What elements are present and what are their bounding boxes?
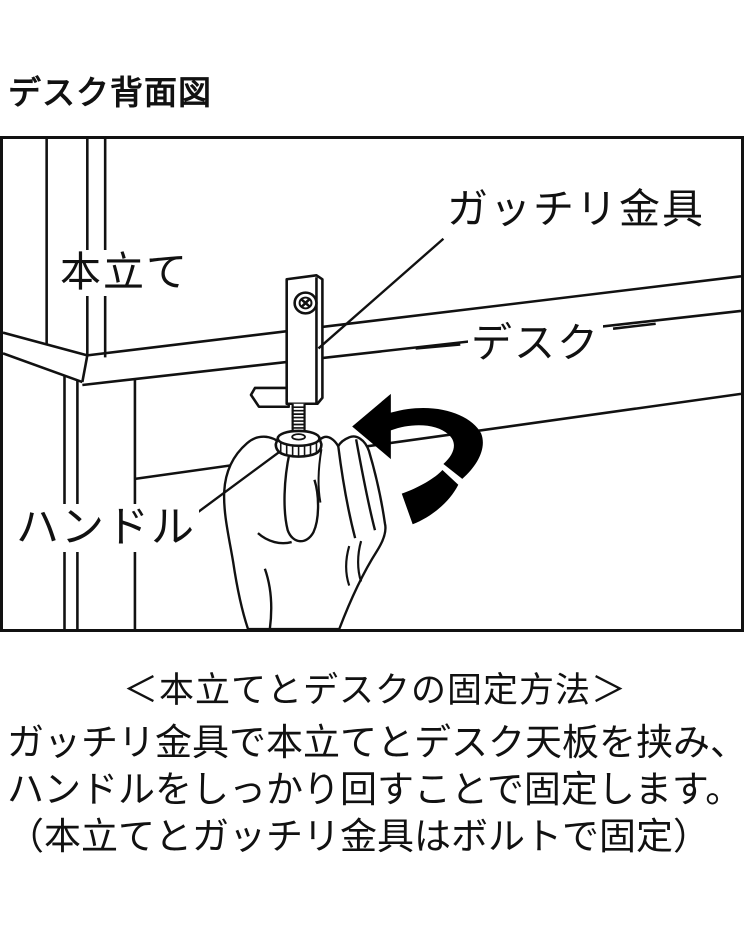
description-line: ハンドルをしっかり回すことで固定します。 [7,768,743,811]
finger-line [337,446,357,539]
description-text: ガッチリ金具で本立てとデスク天板を挟み、 ハンドルをしっかり回すことで固定します… [7,719,750,860]
knob-hub [291,433,306,441]
rotation-arrow-icon [352,393,483,525]
index-finger-line [283,451,320,543]
bracket-leader-line [317,237,445,350]
diagram-drawing [3,139,741,629]
bookstand-drawing [3,139,107,384]
figure-box: 本立て ガッチリ金具 デスク ハンドル [0,136,744,632]
label-handle: ハンドル [13,504,199,552]
motion-line [345,545,351,586]
desk-label-ticks [415,322,656,350]
label-bookstand: 本立て [57,249,192,296]
thumb-crease-line [257,532,292,545]
finger-line [354,439,377,531]
handle-knob-drawing [274,429,323,458]
desk-drawing [63,275,741,629]
clamp-bracket-drawing [249,274,324,409]
hand-drawing [222,435,387,629]
motion-line [357,540,363,582]
bolt-head [293,291,318,315]
label-bracket: ガッチリ金具 [444,186,708,233]
label-desk: デスク [468,320,603,367]
finger-line [317,449,323,503]
clamp-screw-drawing [291,403,306,435]
description-line: ガッチリ金具で本立てとデスク天板を挟み、 [7,721,747,764]
bracket-foot [249,386,290,409]
page-title: デスク背面図 [8,73,212,112]
figure-caption: ＜本立てとデスクの固定方法＞ [122,671,627,711]
wrist-line [263,568,273,629]
description-line: （本立てとガッチリ金具はボルトで固定） [7,815,710,858]
